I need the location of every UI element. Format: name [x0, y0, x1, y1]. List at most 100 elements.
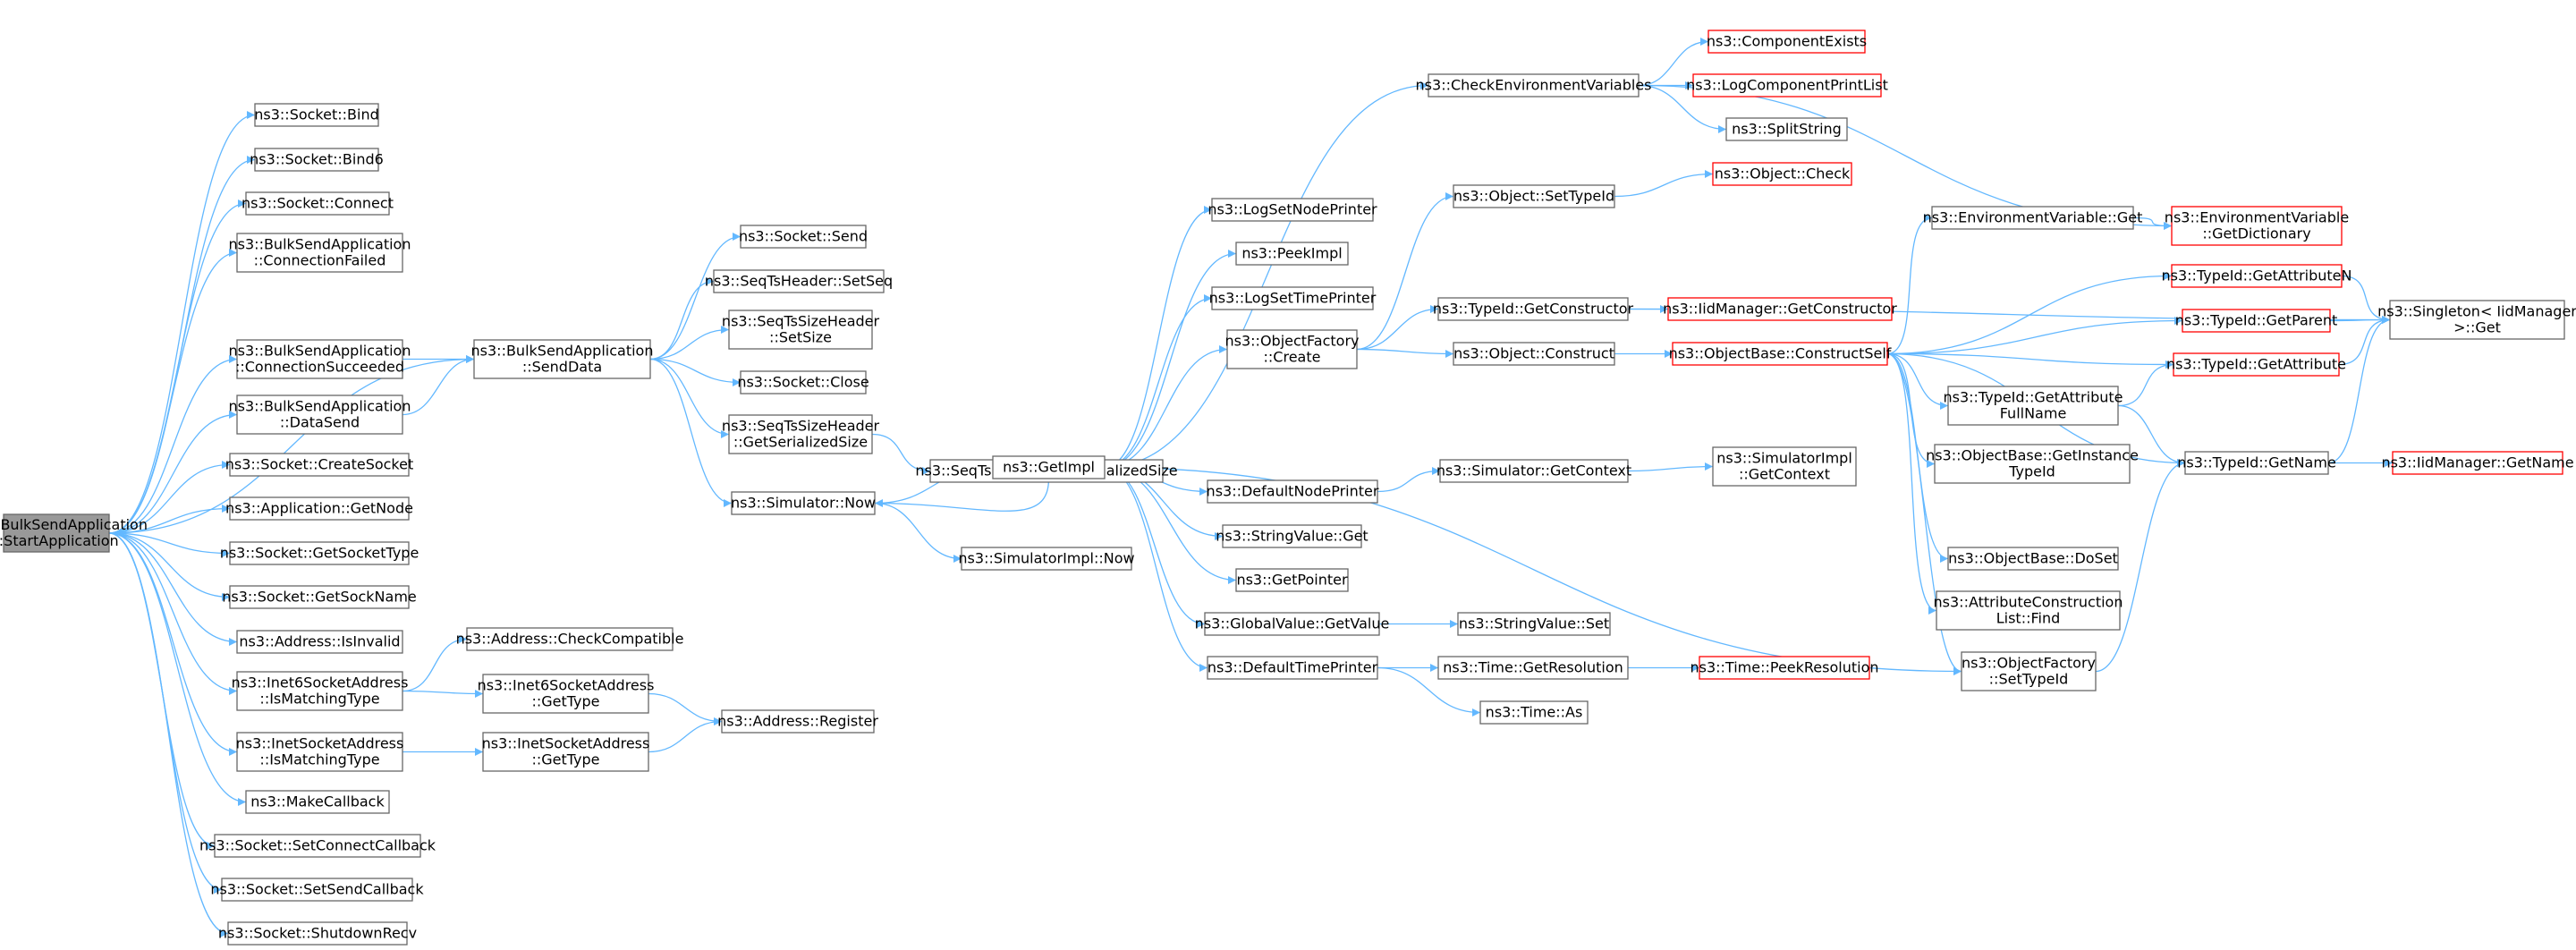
node-bind[interactable]: ns3::Socket::Bind [254, 103, 379, 127]
node-label: ns3::StringValue::Get [1216, 528, 1368, 545]
node-label: ns3::GetPointer [1236, 572, 1348, 589]
edge-root-to-getsockname [108, 532, 231, 601]
node-setsendcb[interactable]: ns3::Socket::SetSendCallback [210, 878, 424, 902]
node-deftimeprinter[interactable]: ns3::DefaultTimePrinter [1207, 656, 1378, 680]
node-typeidgetname[interactable]: ns3::TypeId::GetName [2177, 451, 2336, 475]
node-simnow[interactable]: ns3::Simulator::Now [731, 491, 876, 515]
node-register[interactable]: ns3::Address::Register [717, 709, 878, 734]
node-getpointer[interactable]: ns3::GetPointer [1235, 568, 1349, 592]
node-label: ns3::GetImpl [1003, 459, 1095, 476]
node-box [1211, 286, 1374, 310]
node-datasend[interactable]: ns3::BulkSendApplication::DataSend [229, 394, 411, 435]
node-constructself[interactable]: ns3::ObjectBase::ConstructSelf [1669, 342, 1892, 366]
edge-constructself-to-getattrn [1886, 272, 2173, 355]
node-envgetdict[interactable]: ns3::EnvironmentVariable::GetDictionary [2165, 206, 2349, 246]
edge-senddata-to-socksend [649, 233, 741, 360]
node-label: ns3::Socket::Connect [242, 195, 394, 212]
node-senddata[interactable]: ns3::BulkSendApplication::SendData [471, 339, 654, 379]
node-doset[interactable]: ns3::ObjectBase::DoSet [1947, 547, 2119, 571]
node-strvalset[interactable]: ns3::StringValue::Set [1457, 612, 1611, 636]
node-peekres[interactable]: ns3::Time::PeekResolution [1690, 656, 1879, 680]
node-label: ::IsMatchingType [259, 751, 379, 768]
node-setseq[interactable]: ns3::SeqTsHeader::SetSeq [705, 269, 893, 293]
edge-datasend-to-senddata [402, 355, 475, 416]
node-getparent[interactable]: ns3::TypeId::GetParent [2175, 309, 2338, 333]
node-getnode[interactable]: ns3::Application::GetNode [225, 496, 413, 521]
node-socksend[interactable]: ns3::Socket::Send [739, 225, 868, 249]
node-globalgetvalue[interactable]: ns3::GlobalValue::GetValue [1195, 612, 1390, 636]
node-sizehdrser[interactable]: ns3::SeqTsSizeHeader::GetSerializedSize [722, 414, 880, 454]
node-logcompprint[interactable]: ns3::LogComponentPrintList [1686, 73, 1888, 98]
node-root[interactable]: ns3::BulkSendApplication::StartApplicati… [0, 513, 148, 553]
node-simgetcontext[interactable]: ns3::Simulator::GetContext [1436, 459, 1631, 483]
node-makecallback[interactable]: ns3::MakeCallback [245, 790, 390, 814]
node-label: ns3::Simulator::GetContext [1436, 462, 1631, 479]
node-getimpl[interactable]: ns3::GetImpl [992, 455, 1106, 479]
node-box [728, 414, 873, 454]
node-box [245, 191, 390, 216]
node-defnodeprinter[interactable]: ns3::DefaultNodePrinter [1207, 479, 1379, 504]
node-peekimpl[interactable]: ns3::PeekImpl [1235, 242, 1349, 266]
node-strvalget[interactable]: ns3::StringValue::Get [1216, 524, 1368, 548]
node-createsocket[interactable]: ns3::Socket::CreateSocket [225, 453, 414, 477]
node-singletonget[interactable]: ns3::Singleton< IidManager >::Get [2377, 300, 2576, 340]
node-checkenv[interactable]: ns3::CheckEnvironmentVariables [1416, 73, 1652, 98]
node-iidgetctor[interactable]: ns3::IidManager::GetConstructor [1663, 297, 1897, 321]
node-label: ns3::Socket::SetSendCallback [210, 881, 424, 898]
node-lognodeprinter[interactable]: ns3::LogSetNodePrinter [1208, 198, 1377, 222]
node-box [2171, 264, 2343, 288]
node-bind6[interactable]: ns3::Socket::Bind6 [250, 148, 384, 172]
node-getattrn[interactable]: ns3::TypeId::GetAttributeN [2162, 264, 2352, 288]
node-objconstruct[interactable]: ns3::Object::Construct [1453, 342, 1615, 366]
node-settypeid[interactable]: ns3::Object::SetTypeId [1453, 184, 1615, 208]
node-sockclose[interactable]: ns3::Socket::Close [737, 370, 869, 394]
node-connfailed[interactable]: ns3::BulkSendApplication::ConnectionFail… [229, 233, 411, 273]
node-timegetres[interactable]: ns3::Time::GetResolution [1437, 656, 1629, 680]
node-box [728, 310, 873, 350]
node-getsockettype[interactable]: ns3::Socket::GetSocketType [220, 541, 419, 565]
edges-layer [108, 38, 2393, 937]
node-isinvalid[interactable]: ns3::Address::IsInvalid [236, 630, 403, 654]
edge-objfactcreate-to-settypeid [1356, 192, 1454, 351]
node-timeas[interactable]: ns3::Time::As [1479, 700, 1589, 725]
node-setconnectcb[interactable]: ns3::Socket::SetConnectCallback [199, 834, 436, 858]
node-implnow[interactable]: ns3::SimulatorImpl::Now [958, 547, 1135, 571]
edge-getimpl-to-lognodeprinter [1104, 206, 1213, 469]
node-label: ns3::Socket::Close [737, 374, 869, 391]
node-logtimeprinter[interactable]: ns3::LogSetTimePrinter [1209, 286, 1377, 310]
node-implgetcontext[interactable]: ns3::SimulatorImpl::GetContext [1712, 446, 1857, 487]
node-splitstring[interactable]: ns3::SplitString [1725, 117, 1848, 141]
node-box [1453, 342, 1615, 366]
edge-root-to-connect [108, 199, 247, 534]
node-typeidgetctor[interactable]: ns3::TypeId::GetConstructor [1433, 297, 1634, 321]
node-inetmatch[interactable]: ns3::InetSocketAddress::IsMatchingType [236, 732, 404, 772]
node-objfactsettid[interactable]: ns3::ObjectFactory::SetTypeId [1961, 651, 2097, 691]
node-label: ns3::TypeId::GetConstructor [1433, 301, 1634, 318]
node-compexists[interactable]: ns3::ComponentExists [1707, 30, 1867, 54]
node-shutdownrecv[interactable]: ns3::Socket::ShutdownRecv [218, 921, 417, 946]
node-objcheck[interactable]: ns3::Object::Check [1712, 162, 1852, 186]
node-inet6gettype[interactable]: ns3::Inet6SocketAddress::GetType [478, 674, 655, 714]
node-setsize[interactable]: ns3::SeqTsSizeHeader::SetSize [722, 310, 880, 350]
node-objfactcreate[interactable]: ns3::ObjectFactory::Create [1225, 329, 1360, 369]
node-iidgetname[interactable]: ns3::IidManager::GetName [2381, 451, 2574, 475]
node-inet6match[interactable]: ns3::Inet6SocketAddress::IsMatchingType [232, 671, 409, 711]
edge-getattribute-to-singletonget [2338, 316, 2391, 366]
node-getattribute[interactable]: ns3::TypeId::GetAttribute [2166, 352, 2346, 377]
node-connect[interactable]: ns3::Socket::Connect [242, 191, 394, 216]
node-label: ns3::Address::CheckCompatible [456, 631, 684, 648]
node-box [1207, 479, 1378, 504]
edge-constructself-to-objfactsettid [1886, 352, 1962, 675]
node-label: ns3::Socket::GetSockName [222, 589, 417, 606]
node-envget[interactable]: ns3::EnvironmentVariable::Get [1923, 206, 2143, 230]
node-checkcompat[interactable]: ns3::Address::CheckCompatible [456, 627, 684, 651]
node-label: ns3::Inet6SocketAddress [478, 677, 655, 694]
node-connsucceeded[interactable]: ns3::BulkSendApplication::ConnectionSucc… [229, 339, 411, 379]
edge-objfactcreate-to-objconstruct [1356, 348, 1454, 358]
node-getsockname[interactable]: ns3::Socket::GetSockName [222, 585, 417, 609]
edge-envget-to-envgetdict [2132, 216, 2173, 230]
node-inetgettype[interactable]: ns3::InetSocketAddress::GetType [482, 732, 650, 772]
